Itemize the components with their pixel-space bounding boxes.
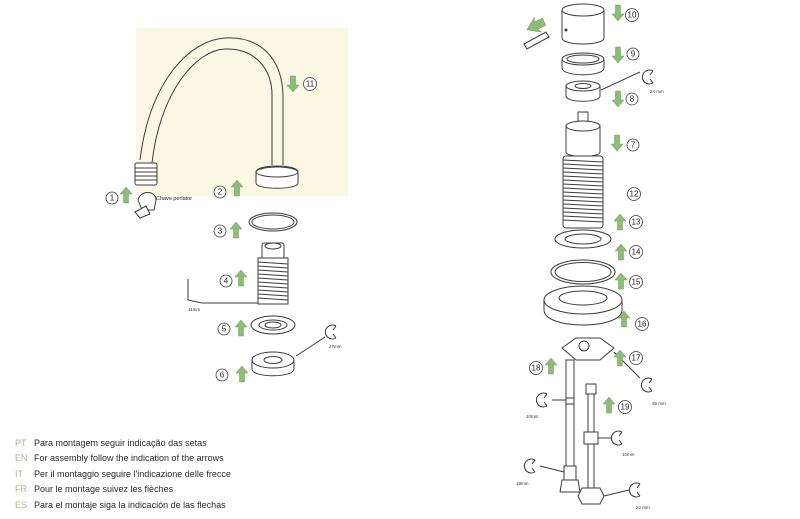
wrench-size-19b: 18mm xyxy=(516,481,529,486)
svg-text:12: 12 xyxy=(630,190,639,199)
callout-10: 10 xyxy=(625,8,639,22)
svg-text:6: 6 xyxy=(220,371,225,380)
svg-text:9: 9 xyxy=(631,50,636,59)
wrench-icon-5 xyxy=(324,324,337,340)
threaded-stud xyxy=(257,242,289,305)
arrow-up-icon-6 xyxy=(235,365,249,383)
svg-text:2: 2 xyxy=(218,188,223,197)
wrench-icon-19a xyxy=(610,430,623,446)
washer xyxy=(250,315,296,335)
wrench-icon-19c xyxy=(628,482,641,498)
svg-text:10: 10 xyxy=(628,11,637,20)
supply-hose xyxy=(577,383,605,505)
arrow-down-icon-10 xyxy=(611,4,625,22)
arrow-down-icon-8 xyxy=(611,90,625,108)
aerator-key-label: Chave perlator xyxy=(156,196,192,202)
svg-text:16: 16 xyxy=(638,320,647,329)
callout-2: 2 xyxy=(213,185,227,199)
svg-text:17: 17 xyxy=(632,354,641,363)
arrow-up-icon-5 xyxy=(234,319,248,337)
wrench-icon-18 xyxy=(535,392,548,408)
o-ring xyxy=(248,212,298,232)
svg-text:13: 13 xyxy=(632,218,641,227)
callout-18: 18 xyxy=(529,361,543,375)
aerator xyxy=(134,162,158,219)
base-flange xyxy=(543,285,623,326)
base-o-ring xyxy=(550,259,616,285)
callout-4: 4 xyxy=(219,274,233,288)
wrench-icon-17 xyxy=(640,377,653,393)
svg-text:11: 11 xyxy=(306,80,315,89)
hex-key xyxy=(187,279,258,304)
arrow-up-icon-15 xyxy=(614,272,628,290)
arrow-up-icon-13 xyxy=(613,213,627,231)
wrench-size-17: 36 mm xyxy=(652,401,666,406)
arrow-up-icon-1 xyxy=(119,186,133,204)
lock-nut xyxy=(251,351,295,377)
wrench-size-5: 27mm xyxy=(329,344,342,349)
hex-key-size-label: 11mm xyxy=(188,307,200,312)
wrench-icon-8 xyxy=(641,69,654,85)
fixing-plate xyxy=(561,337,615,361)
svg-text:15: 15 xyxy=(632,278,641,287)
svg-text:19: 19 xyxy=(621,403,630,412)
callout-9: 9 xyxy=(626,47,640,61)
svg-text:3: 3 xyxy=(218,227,223,236)
hex-nut xyxy=(565,80,601,102)
flat-washer xyxy=(554,229,612,249)
svg-text:18: 18 xyxy=(532,364,541,373)
callout-6: 6 xyxy=(215,368,229,382)
callout-12: 12 xyxy=(627,187,641,201)
svg-text:1: 1 xyxy=(110,194,115,203)
arrow-up-icon-19 xyxy=(602,396,616,414)
wrench-size-19c: 22 mm xyxy=(636,505,650,510)
threaded-rod xyxy=(559,359,581,493)
callout-15: 15 xyxy=(629,275,643,289)
svg-text:8: 8 xyxy=(630,95,635,104)
callout-3: 3 xyxy=(213,224,227,238)
spout-panel xyxy=(136,28,348,196)
handle xyxy=(561,3,605,45)
callout-11: 11 xyxy=(303,77,317,91)
wrench-size-8: 24 mm xyxy=(650,89,664,94)
callout-13: 13 xyxy=(629,215,643,229)
svg-text:5: 5 xyxy=(222,325,227,334)
svg-text:7: 7 xyxy=(631,141,636,150)
wrench-icon-19b xyxy=(523,458,536,474)
arrow-down-icon-9 xyxy=(611,46,625,64)
arrow-up-icon-4 xyxy=(234,269,248,287)
arrow-down-icon-7 xyxy=(610,134,624,152)
svg-text:14: 14 xyxy=(632,248,641,257)
callout-1: 1 xyxy=(105,191,119,205)
spout xyxy=(139,37,299,189)
callout-5: 5 xyxy=(217,322,231,336)
cap-ring xyxy=(561,52,605,76)
threaded-body xyxy=(562,155,604,229)
arrow-up-icon-17 xyxy=(613,349,627,367)
arrow-up-icon-18 xyxy=(544,357,558,375)
set-screw xyxy=(523,31,550,50)
cartridge xyxy=(565,111,601,157)
callout-14: 14 xyxy=(629,245,643,259)
arrow-up-icon-3 xyxy=(229,221,243,239)
arrow-up-icon-14 xyxy=(614,243,628,261)
callout-8: 8 xyxy=(625,92,639,106)
callout-19: 19 xyxy=(618,400,632,414)
callout-16: 16 xyxy=(635,317,649,331)
svg-text:4: 4 xyxy=(224,277,229,286)
arrow-right-icon-10 xyxy=(526,16,547,33)
wrench-size-19a: 10mm xyxy=(622,452,635,457)
wrench-size-18: 10mm xyxy=(526,414,539,419)
callout-17: 17 xyxy=(629,351,643,365)
callout-7: 7 xyxy=(626,138,640,152)
